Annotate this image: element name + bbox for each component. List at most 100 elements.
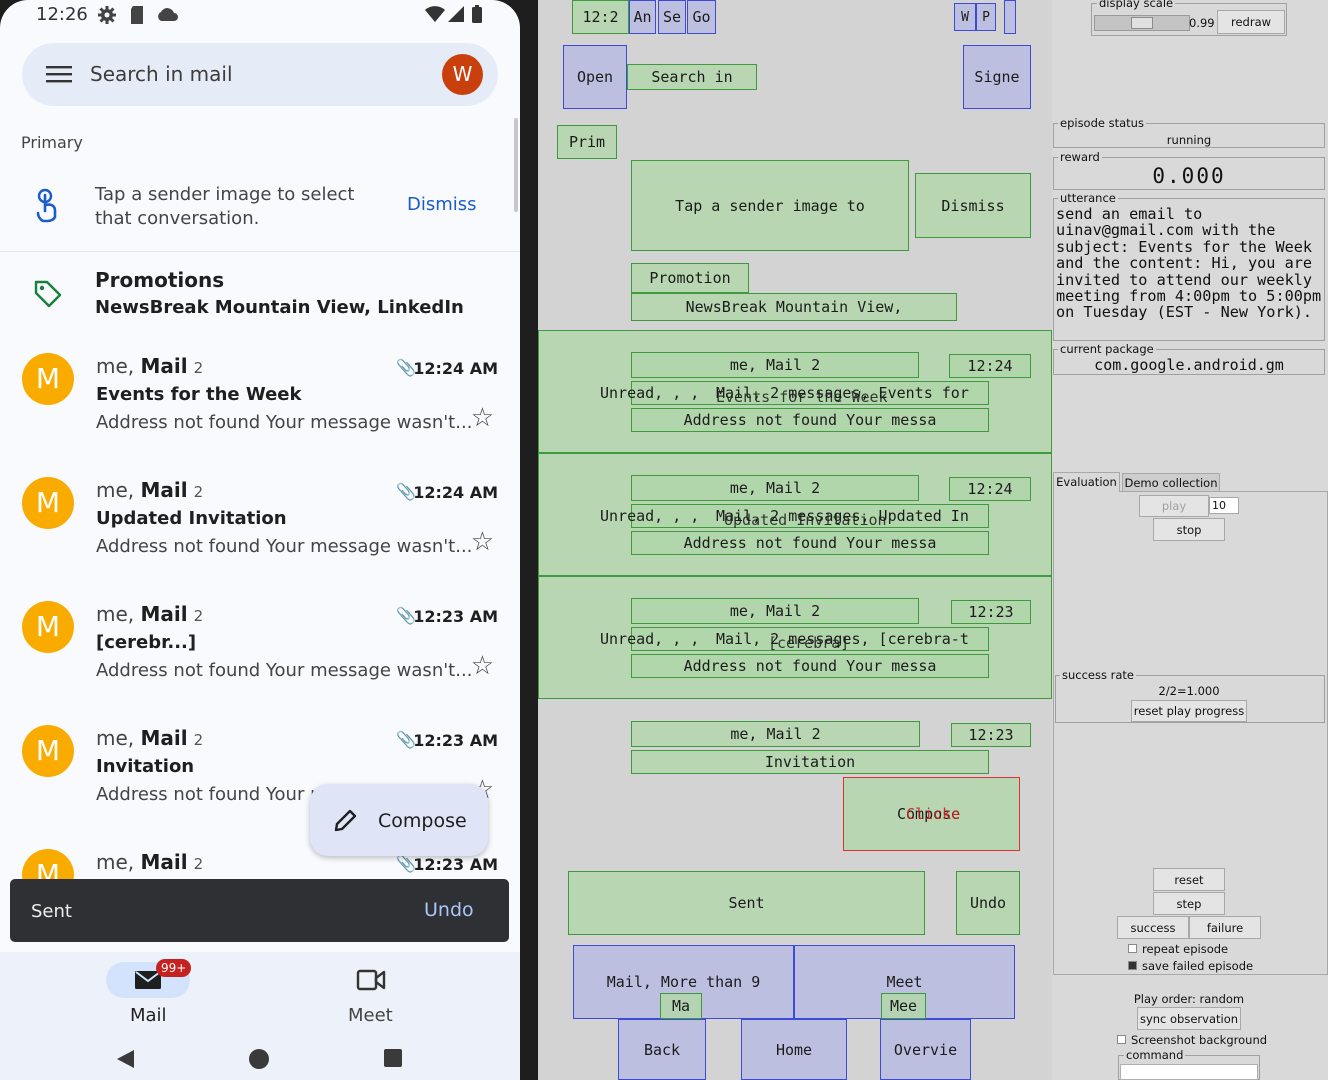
- ov-back-button[interactable]: Back: [618, 1019, 706, 1080]
- sender-avatar[interactable]: M: [22, 725, 74, 777]
- ov-content-desc: Mail, 2 messages, Updated In: [716, 507, 969, 525]
- home-icon[interactable]: [248, 1048, 270, 1070]
- success-button[interactable]: success: [1117, 916, 1189, 939]
- ov-clicked-label: Clicke: [906, 805, 961, 823]
- ov-mail-time: 12:23: [951, 600, 1031, 624]
- scrollbar[interactable]: [514, 118, 518, 212]
- attachment-icon: 📎: [396, 484, 416, 501]
- ov-mail-subject: [cerebra]: [768, 634, 850, 652]
- ov-mail-subject: Events for the Week: [716, 388, 888, 406]
- ov-unread-text: Unread, , ,: [600, 507, 700, 525]
- account-avatar[interactable]: W: [442, 54, 483, 95]
- undo-button[interactable]: Undo: [424, 899, 474, 921]
- ov-home-button[interactable]: Home: [741, 1019, 847, 1080]
- mail-snippet: Address not found Your message wasn't...: [96, 660, 473, 681]
- menu-icon[interactable]: [46, 65, 72, 83]
- ov-open-button[interactable]: Open: [563, 45, 627, 109]
- tab-evaluation[interactable]: Evaluation: [1053, 472, 1120, 492]
- compose-label: Compose: [378, 810, 467, 832]
- overview-icon[interactable]: [383, 1048, 403, 1068]
- reward-group: [1053, 157, 1325, 190]
- screenshot-background-checkbox[interactable]: [1117, 1035, 1126, 1044]
- touch-icon: [36, 188, 57, 223]
- nav-mail-label[interactable]: Mail: [130, 1005, 167, 1026]
- star-icon[interactable]: ☆: [470, 526, 494, 556]
- ov-status-time: 12:2: [572, 0, 629, 34]
- save-failed-episode-label: save failed episode: [1142, 959, 1254, 973]
- ov-status-c: Go: [687, 0, 716, 34]
- nav-meet-label[interactable]: Meet: [348, 1005, 393, 1026]
- ov-primary-label: Prim: [557, 125, 617, 159]
- promotions-row[interactable]: Promotions NewsBreak Mountain View, Link…: [0, 256, 520, 332]
- mail-time: 12:23 AM: [413, 607, 498, 626]
- video-camera-icon[interactable]: [356, 969, 386, 991]
- star-icon[interactable]: ☆: [470, 650, 494, 680]
- ov-search-field[interactable]: Search in: [627, 64, 757, 90]
- cloud-icon: [158, 8, 178, 21]
- ov-dismiss-button[interactable]: Dismiss: [915, 173, 1031, 238]
- ov-status-wifi: W: [954, 3, 976, 31]
- ov-content-desc: Mail, 2 messages, [cerebra-t: [716, 630, 969, 648]
- sender-avatar[interactable]: M: [22, 849, 74, 880]
- attachment-icon: 📎: [396, 732, 416, 749]
- play-order-label: Play order: random: [1133, 992, 1245, 1006]
- save-failed-episode-checkbox[interactable]: [1128, 961, 1137, 970]
- settings-icon: [98, 6, 116, 24]
- success-rate-group: [1055, 675, 1325, 723]
- ov-unread-text: Unread, , ,: [600, 630, 700, 648]
- display-scale-slider[interactable]: [1094, 15, 1190, 31]
- command-input[interactable]: [1120, 1064, 1258, 1080]
- ov-content-desc: Mail, 2 messages, Events for: [716, 384, 969, 402]
- phone-screen: 12:26 Search in mail W Primary Tap a sen…: [0, 0, 520, 1080]
- mail-time: 12:24 AM: [413, 483, 498, 502]
- ov-overview-button[interactable]: Overvie: [880, 1019, 971, 1080]
- search-bar[interactable]: Search in mail W: [22, 43, 498, 106]
- reward-value: 0.000: [1152, 164, 1226, 188]
- repeat-episode-checkbox[interactable]: [1128, 944, 1137, 953]
- sender-avatar[interactable]: M: [22, 601, 74, 653]
- episode-status-value: running: [1166, 133, 1212, 147]
- snackbar-text: Sent: [31, 901, 72, 922]
- failure-button[interactable]: failure: [1189, 916, 1261, 939]
- display-scale-value: 0.99: [1189, 16, 1215, 30]
- sender-avatar[interactable]: M: [22, 477, 74, 529]
- reward-label: reward: [1058, 150, 1102, 164]
- pencil-icon: [334, 809, 357, 832]
- step-button[interactable]: step: [1153, 892, 1225, 915]
- ov-signed-in-button[interactable]: Signe: [963, 45, 1031, 109]
- sender-avatar[interactable]: M: [22, 353, 74, 405]
- star-icon[interactable]: ☆: [470, 402, 494, 432]
- back-icon[interactable]: [114, 1048, 136, 1070]
- ov-status-b: Se: [658, 0, 686, 34]
- mail-time: 12:23 AM: [413, 855, 498, 874]
- redraw-button[interactable]: redraw: [1217, 10, 1285, 34]
- ov-mail-subject-box: [631, 627, 989, 651]
- tag-icon: [34, 280, 62, 308]
- sd-card-icon: [131, 6, 143, 24]
- status-bar: 12:26: [0, 0, 520, 30]
- play-button[interactable]: play: [1139, 495, 1209, 517]
- reset-button[interactable]: reset: [1153, 868, 1225, 891]
- search-input[interactable]: Search in mail: [90, 62, 233, 86]
- ov-undo-button[interactable]: Undo: [956, 871, 1020, 935]
- display-scale-slider-thumb[interactable]: [1131, 17, 1153, 29]
- ov-mail-subject: Invitation: [631, 750, 989, 774]
- play-count-input[interactable]: 10: [1209, 497, 1239, 514]
- compose-button[interactable]: Compose: [310, 784, 488, 856]
- stop-button[interactable]: stop: [1153, 518, 1225, 541]
- mail-snippet: Address not found Your m: [96, 784, 328, 805]
- sync-observation-button[interactable]: sync observation: [1137, 1007, 1241, 1030]
- dismiss-button[interactable]: Dismiss: [407, 194, 477, 215]
- nav-mail[interactable]: 99+: [106, 959, 192, 998]
- ov-compose-button[interactable]: Compose Clicke: [843, 777, 1020, 851]
- reset-play-progress-button[interactable]: reset play progress: [1131, 700, 1247, 722]
- tab-demo-collection[interactable]: Demo collection: [1122, 473, 1220, 492]
- attachment-icon: 📎: [396, 608, 416, 625]
- ov-status-a: An: [629, 0, 656, 34]
- ov-status-battery: [1004, 0, 1016, 34]
